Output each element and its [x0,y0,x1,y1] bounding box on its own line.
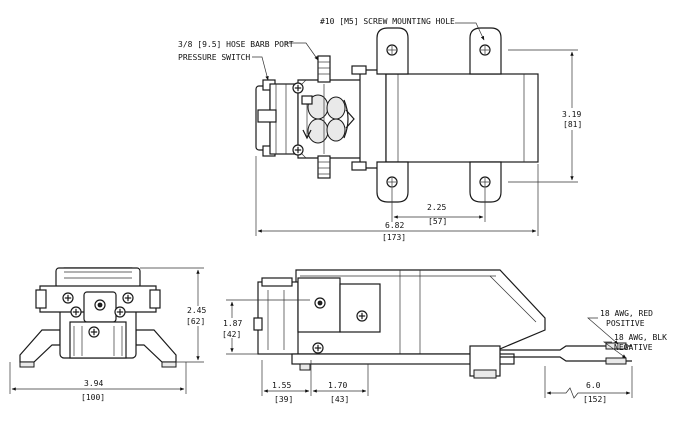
dim-lead-length-mm: [152] [583,395,607,404]
top-pump-head [297,79,369,159]
dim-port-height-mm: [42] [222,330,241,339]
dim-seg2-in: 1.70 [328,381,347,390]
top-motor-body [385,73,539,163]
top-mounting-tab-bl [376,161,409,203]
top-pump-end-cap [255,79,299,157]
dim-hole-spacing-in: 2.25 [427,203,446,212]
top-mounting-tab-tl [376,27,409,75]
dim-seg2-mm: [43] [330,395,349,404]
dim-lead-length-in: 6.0 [586,381,601,390]
top-leaders [252,22,485,81]
dim-seg1-mm: [39] [274,395,293,404]
top-mounting-tab-tr [469,27,502,75]
dim-front-width-mm: [100] [81,393,105,402]
dim-height-top-in: 3.19 [562,110,581,119]
label-wire-red: 18 AWG, RED [600,309,653,318]
dim-overall-length-mm: [173] [382,233,406,242]
top-hose-barb-upper [317,55,331,83]
front-view [9,267,204,394]
side-view [226,269,633,399]
label-wire-blk-negative: NEGATIVE [614,343,653,352]
dim-height-top-mm: [81] [563,120,582,129]
dim-hole-spacing [391,188,486,222]
top-screw-2 [292,144,304,156]
dim-hole-spacing-mm: [57] [428,217,447,226]
label-wire-blk: 18 AWG, BLK [614,333,667,342]
dim-seg1-in: 1.55 [272,381,291,390]
top-view [252,22,578,236]
top-hose-barb-lower [317,155,331,179]
dim-height-top [508,49,578,183]
dim-port-height-in: 1.87 [223,319,242,328]
label-pressure-switch: PRESSURE SWITCH [178,53,250,62]
dim-overall-length [255,156,539,236]
annotation-texts: #10 [M5] SCREW MOUNTING HOLE 3/8 [9.5] H… [81,17,667,404]
top-screw-1 [292,82,304,94]
label-screw-mounting-hole: #10 [M5] SCREW MOUNTING HOLE [320,17,455,26]
dim-front-width-in: 3.94 [84,379,103,388]
dim-front-height-mm: [62] [186,317,205,326]
dim-overall-length-in: 6.82 [385,221,404,230]
label-wire-red-positive: POSITIVE [606,319,645,328]
label-hose-barb-port: 3/8 [9.5] HOSE BARB PORT [178,40,294,49]
dim-front-height-in: 2.45 [187,306,206,315]
top-mounting-tab-br [469,161,502,203]
